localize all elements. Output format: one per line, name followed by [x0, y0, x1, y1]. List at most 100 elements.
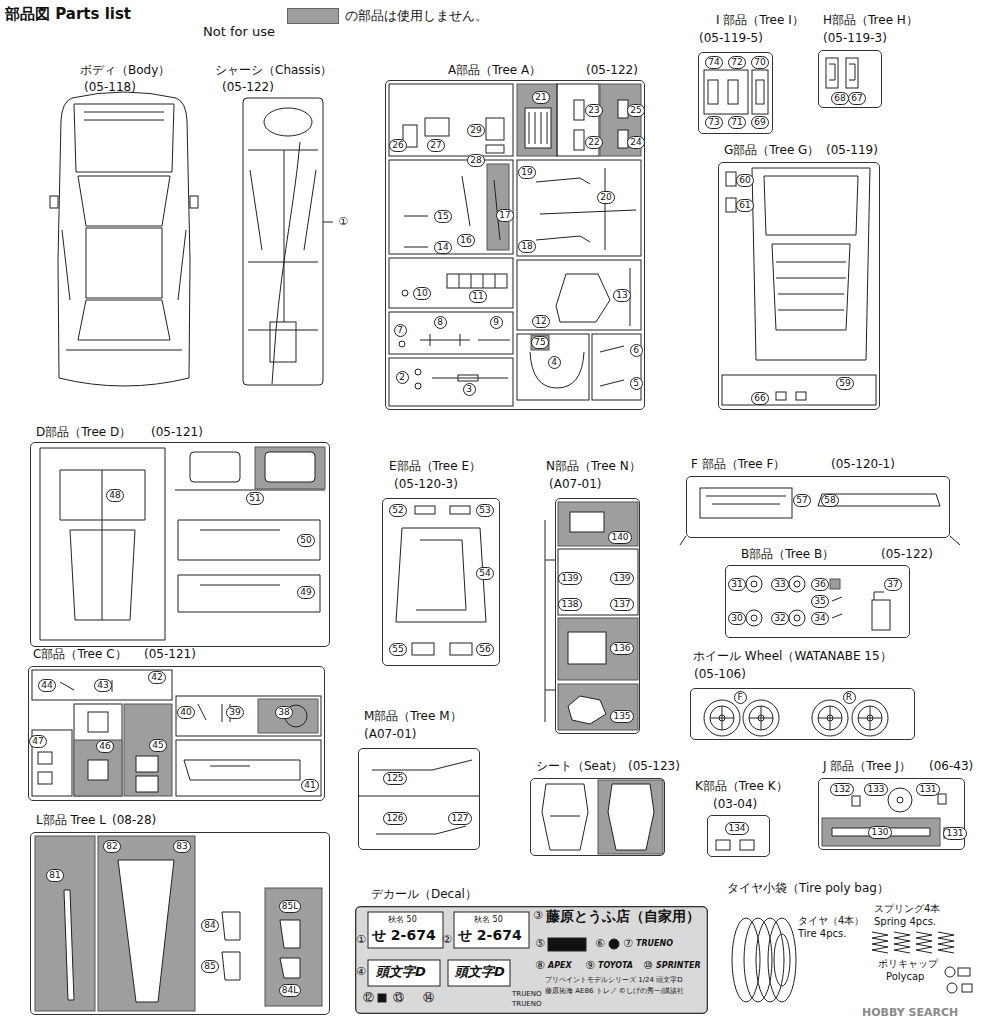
tree-l-art	[280, 920, 300, 978]
legend-swatch	[287, 8, 339, 24]
tree-j-art	[822, 788, 950, 846]
decal-number: ⑦	[623, 938, 633, 951]
bag-text: Tire 4pcs.	[798, 928, 846, 940]
tree-a-art	[530, 352, 584, 388]
callout-number: 71	[728, 116, 745, 129]
wheel-art	[704, 700, 888, 736]
callout-number: 74	[705, 56, 722, 69]
tree-a-art	[531, 335, 549, 350]
tree-c-art	[38, 772, 52, 784]
chassis	[243, 98, 323, 385]
tree-heading: A部品（Tree A）	[448, 63, 541, 77]
callout-number: 22	[585, 136, 602, 149]
tree-j-art	[822, 818, 940, 846]
polycap-art	[945, 967, 955, 977]
tree-a-art	[415, 383, 421, 389]
tree-heading: E部品（Tree E）	[389, 459, 481, 473]
tree-a-art	[486, 145, 504, 153]
decal-number: ⑬	[393, 992, 404, 1005]
tree-i-art	[708, 80, 718, 104]
seat-art	[598, 780, 663, 854]
car-body	[78, 176, 170, 226]
spring-art	[938, 932, 954, 953]
tree-b-art	[746, 576, 762, 592]
wheel-art	[710, 706, 882, 730]
chassis	[264, 108, 312, 136]
tree-g-art	[764, 176, 858, 235]
decal-number: ⑥	[595, 938, 605, 951]
car-body	[84, 112, 164, 120]
tree-h-art	[826, 58, 858, 88]
part-code: (05-123)	[628, 759, 680, 773]
callout-number: 36	[811, 578, 828, 591]
chassis	[250, 170, 316, 250]
decal-logo: 頭文字D	[455, 965, 505, 980]
callout-number: 50	[297, 534, 314, 547]
bag-text: スプリング4本	[874, 903, 940, 915]
tree-m-art	[358, 760, 480, 834]
part-code: (05-120-3)	[394, 477, 458, 491]
decal-number: ⑨	[585, 960, 595, 973]
tree-e-art	[396, 528, 486, 622]
parts-tree-frame: M部品（Tree M）(A07-01)	[358, 748, 480, 850]
tree-k-art	[716, 840, 730, 850]
callout-number: 40	[177, 706, 194, 719]
callout-number: 30	[728, 612, 745, 625]
tree-a-art	[399, 341, 405, 347]
tree-a-art	[517, 84, 557, 156]
callout-number: 84L	[279, 984, 301, 997]
callout-number: 132	[830, 783, 853, 796]
callout-number: 73	[705, 116, 722, 129]
tree-a-art	[536, 178, 590, 184]
tree-a-art	[517, 260, 641, 330]
callout-number: 26	[389, 139, 406, 152]
tree-n-art	[558, 618, 638, 680]
tree-i-art	[704, 70, 748, 114]
callout-number: 126	[383, 812, 406, 825]
decal-logo: 頭文字D	[376, 965, 426, 980]
tire-art	[768, 918, 796, 1002]
callout-number: 24	[627, 136, 644, 149]
tree-a-art	[415, 369, 421, 375]
callout-number: 54	[476, 567, 493, 580]
tree-b-art	[874, 592, 884, 600]
tree-g-art	[796, 392, 806, 400]
tree-c-art	[38, 752, 52, 764]
callout-number: 19	[518, 166, 535, 179]
legend-text: の部品は使用しません。 Not for use	[203, 8, 513, 40]
tire-art	[732, 918, 796, 1002]
callout-number: 56	[476, 643, 493, 656]
decal-text: 藤原とうふ店（自家用）	[546, 908, 700, 924]
part-heading: シャーシ（Chassis）	[215, 64, 332, 78]
tree-a-art	[600, 346, 624, 386]
callout-number: 137	[610, 598, 633, 611]
car-body	[50, 92, 198, 386]
tree-b-art	[789, 610, 805, 626]
tree-g-art	[722, 375, 876, 405]
decal-sheet	[356, 907, 707, 1013]
spring-art	[916, 932, 932, 953]
tree-e-art	[450, 643, 472, 655]
tree-a-art	[425, 118, 449, 136]
seat-art	[608, 784, 654, 850]
callout-number: 59	[836, 377, 853, 390]
tree-heading: J 部品（Tree J）	[823, 759, 911, 773]
seat-art	[542, 784, 588, 850]
tree-f-art	[680, 488, 960, 545]
tree-a-art	[402, 290, 408, 296]
callout-number: 20	[597, 191, 614, 204]
callout-number: 44	[38, 679, 55, 692]
callout-number: 8	[434, 316, 447, 329]
tree-d-art	[255, 447, 325, 489]
tree-a-art	[574, 100, 584, 120]
decal-sheet	[356, 907, 707, 1013]
tree-a-art	[574, 130, 584, 150]
polycap-art	[945, 967, 972, 993]
tree-d-art	[40, 448, 165, 640]
tree-b-art	[751, 615, 757, 621]
tree-b-art	[789, 576, 805, 592]
car-body	[62, 230, 186, 300]
callout-number: 57	[793, 494, 810, 507]
tree-a-art	[459, 274, 495, 288]
tree-f-art	[700, 488, 792, 518]
